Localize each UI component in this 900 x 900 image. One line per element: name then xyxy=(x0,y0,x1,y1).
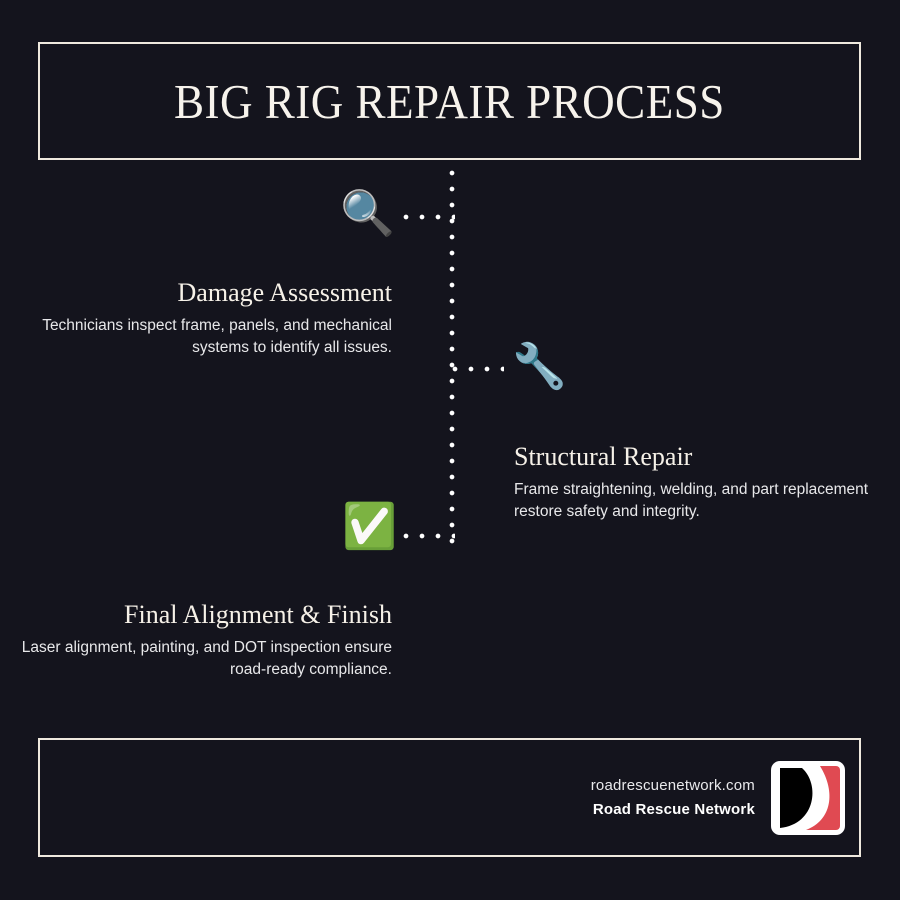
step-description: Frame straightening, welding, and part r… xyxy=(514,480,869,521)
wrench-icon: 🔧 xyxy=(512,341,567,392)
brand-name: Road Rescue Network xyxy=(592,801,755,818)
step-title: Final Alignment & Finish xyxy=(124,600,392,629)
timeline-branch-1 xyxy=(403,214,455,220)
logo-mark-icon xyxy=(776,765,840,830)
footer-text-group: roadrescuenetwork.com Road Rescue Networ… xyxy=(591,778,755,817)
timeline-branch-3 xyxy=(403,533,455,539)
step-description: Technicians inspect frame, panels, and m… xyxy=(42,316,392,357)
footer-content: roadrescuenetwork.com Road Rescue Networ… xyxy=(591,760,845,835)
brand-logo xyxy=(771,760,845,835)
step-description: Laser alignment, painting, and DOT inspe… xyxy=(21,638,392,679)
timeline-spine-dotted-line xyxy=(449,170,455,544)
step-damage-assessment: Damage Assessment Technicians inspect fr… xyxy=(20,278,392,360)
step-final-alignment-finish: Final Alignment & Finish Laser alignment… xyxy=(20,600,392,682)
website-url[interactable]: roadrescuenetwork.com xyxy=(590,777,755,794)
step-title: Structural Repair xyxy=(514,442,693,471)
page-title: BIG RIG REPAIR PROCESS xyxy=(174,73,725,129)
step-title: Damage Assessment xyxy=(177,278,392,307)
footer-banner: roadrescuenetwork.com Road Rescue Networ… xyxy=(38,738,861,857)
magnifying-glass-icon: 🔍 xyxy=(340,188,395,239)
step-structural-repair: Structural Repair Frame straightening, w… xyxy=(514,442,874,524)
check-mark-button-icon: ✅ xyxy=(342,501,397,552)
timeline-branch-2 xyxy=(452,366,504,372)
header-banner: BIG RIG REPAIR PROCESS xyxy=(38,42,861,160)
